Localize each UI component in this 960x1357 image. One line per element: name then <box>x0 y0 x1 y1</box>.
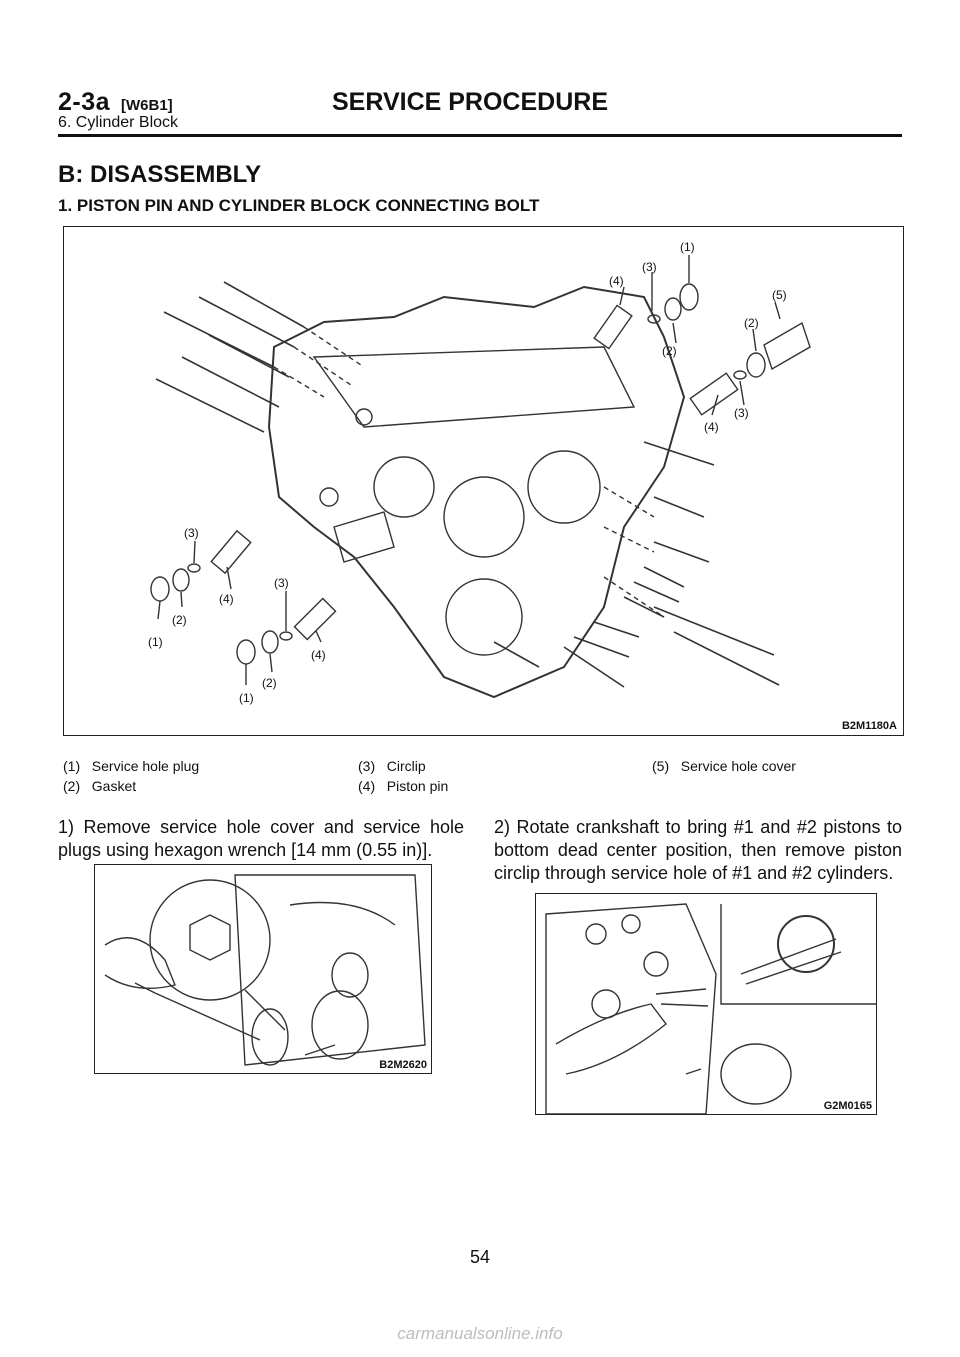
callout-2-top: (2) <box>662 344 677 358</box>
callout-1-top: (1) <box>680 240 695 254</box>
step-1-figure-code: B2M2620 <box>379 1059 427 1071</box>
callout-2-right: (2) <box>744 316 759 330</box>
callout-4-top: (4) <box>609 274 624 288</box>
callout-3-top: (3) <box>642 260 657 274</box>
callout-4-left: (4) <box>219 592 234 606</box>
callout-1-lower: (1) <box>239 691 254 705</box>
callout-1-left: (1) <box>148 635 163 649</box>
legend-item: (4) Piston pin <box>358 778 449 794</box>
watermark: carmanualsonline.info <box>397 1324 563 1343</box>
circlip-removal-illustration <box>545 903 876 1115</box>
step-1-figure: B2M2620 <box>94 864 432 1074</box>
callout-4-right: (4) <box>704 420 719 434</box>
page-title: SERVICE PROCEDURE <box>332 88 608 116</box>
page-subtitle: 6. Cylinder Block <box>58 114 179 131</box>
section-code: 2-3a <box>58 88 111 116</box>
model-tag: [W6B1] <box>121 97 173 114</box>
step-2-figure: G2M0165 <box>535 893 877 1115</box>
subsection-title: 1. PISTON PIN AND CYLINDER BLOCK CONNECT… <box>58 196 540 215</box>
callout-3-left: (3) <box>184 526 199 540</box>
legend-item: (1) Service hole plug <box>63 758 200 774</box>
callout-4-lower: (4) <box>311 648 326 662</box>
header-rule <box>58 134 902 137</box>
section-title: B: DISASSEMBLY <box>58 161 262 188</box>
legend-item: (3) Circlip <box>358 758 426 774</box>
step-2-figure-code: G2M0165 <box>823 1100 872 1112</box>
callout-2-lower: (2) <box>262 676 277 690</box>
callout-3-right: (3) <box>734 406 749 420</box>
cylinder-block-illustration: (1) (3) (4) (2) (5) (2) (3) (4) (3) (4) … <box>148 240 811 705</box>
callout-3-lower: (3) <box>274 576 289 590</box>
callout-5: (5) <box>772 288 787 302</box>
legend-item: (5) Service hole cover <box>652 758 796 774</box>
callout-2-left: (2) <box>172 613 187 627</box>
step-1-text: 1) Remove service hole cover and service… <box>58 817 464 860</box>
step-2-text: 2) Rotate crankshaft to bring #1 and #2 … <box>494 817 902 883</box>
hex-wrench-illustration <box>104 874 426 1066</box>
exploded-view-figure: (1) (3) (4) (2) (5) (2) (3) (4) (3) (4) … <box>63 226 904 736</box>
figure-code: B2M1180A <box>841 720 897 732</box>
page-number: 54 <box>469 1247 491 1267</box>
legend-item: (2) Gasket <box>63 778 137 794</box>
